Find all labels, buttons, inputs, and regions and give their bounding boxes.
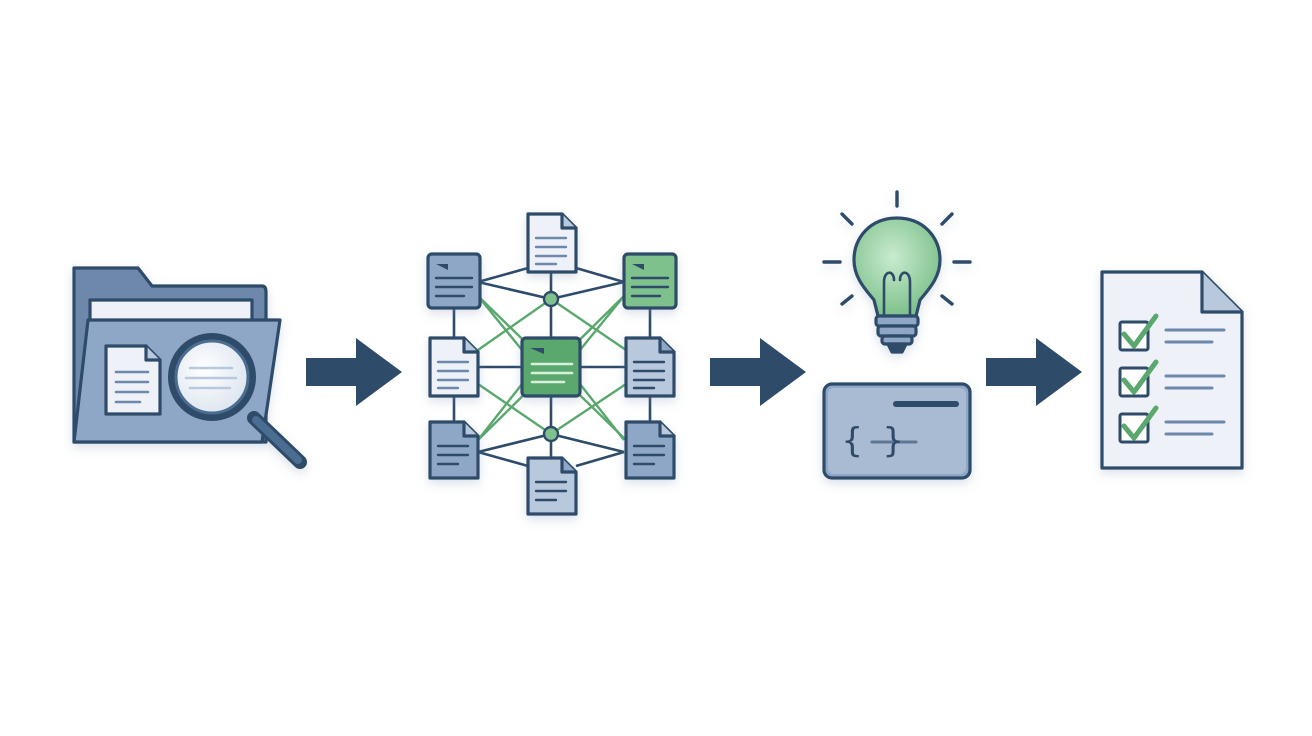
arrow-right-icon: [986, 338, 1082, 406]
document-node: [426, 252, 482, 310]
network-node: [542, 425, 560, 443]
document-network-icon: [426, 212, 678, 516]
checklist-item: [1118, 405, 1226, 444]
document-node: [624, 336, 676, 398]
lightbulb-code-icon: { }: [822, 190, 972, 480]
code-panel: { }: [822, 382, 972, 480]
document-node: [624, 420, 676, 480]
checklist-item: [1118, 359, 1226, 398]
checklist-document-icon: [1100, 270, 1244, 470]
arrow-right-icon: [710, 338, 806, 406]
lightbulb-icon: [822, 190, 972, 354]
document-node-center: [520, 336, 582, 398]
document-node: [428, 420, 480, 480]
document-node: [526, 212, 578, 274]
folder-search-icon: [72, 266, 307, 469]
checklist-item: [1118, 313, 1226, 352]
magnifier-icon: [168, 333, 307, 469]
network-node: [542, 290, 560, 308]
arrow-right-icon: [306, 338, 402, 406]
document-node: [428, 336, 480, 398]
document-node: [526, 456, 578, 516]
document-icon: [104, 344, 162, 416]
document-node: [622, 252, 678, 310]
